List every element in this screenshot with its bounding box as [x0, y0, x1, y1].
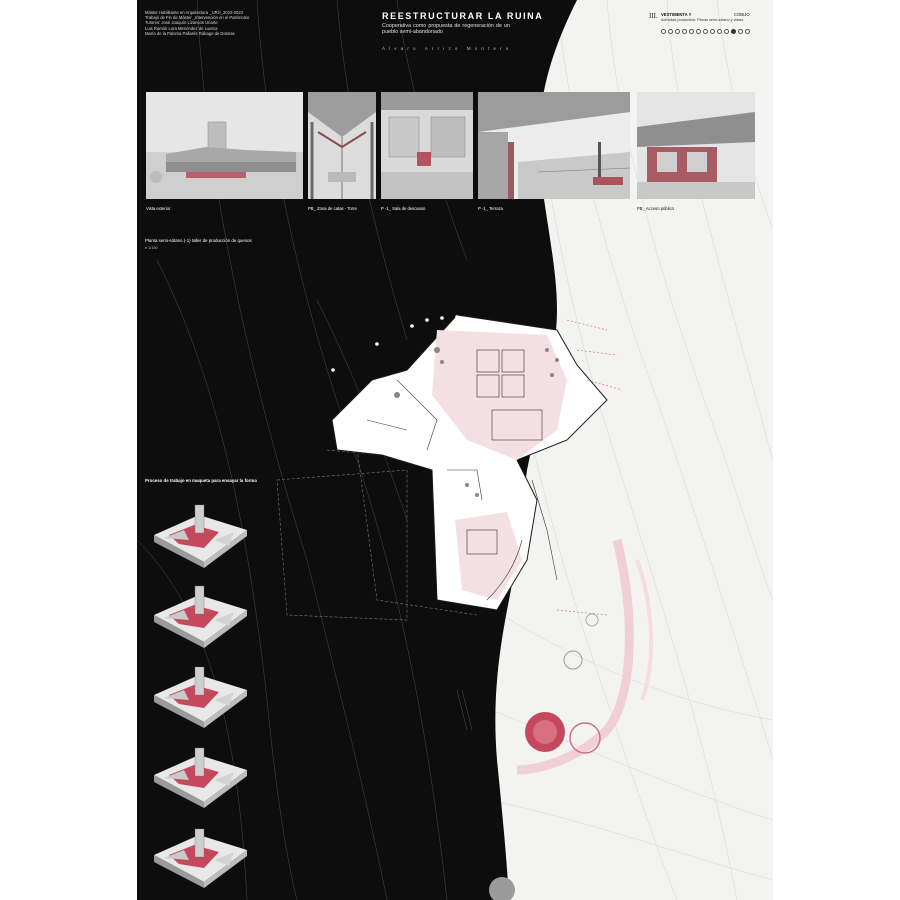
- page-dot: [689, 29, 694, 34]
- page-dot: [696, 29, 701, 34]
- page-dot: [668, 29, 673, 34]
- photo-caption: Vista exterior: [146, 206, 171, 211]
- page-dot: [661, 29, 666, 34]
- model-photo: [149, 740, 249, 810]
- tree-icon: [489, 613, 601, 900]
- model-photo: [149, 820, 249, 890]
- page-dot: [717, 29, 722, 34]
- page-dot: [682, 29, 687, 34]
- render-exterior-view: [146, 92, 303, 199]
- model-photo: [149, 660, 249, 730]
- board-drawing: [137, 0, 773, 900]
- section-title-tail: COBIJO: [734, 12, 750, 17]
- info-line: Luis Ramón Lora Menéndez de Luarca: [145, 25, 218, 31]
- plan-title: Planta semi-sótano (-1) taller de produc…: [145, 238, 252, 243]
- photo-caption: P -1_ Sala de descanso: [381, 206, 426, 211]
- render-rest-room: [381, 92, 473, 199]
- info-line: Máster Habilitante en Arquitectura _URH_…: [145, 10, 243, 15]
- page-dot: [738, 29, 743, 34]
- project-info: Máster Habilitante en Arquitectura _URH_…: [145, 10, 255, 36]
- render-terrace: [478, 92, 630, 199]
- photo-caption: P -1_ Terraza: [478, 206, 503, 211]
- floor-plan: [331, 314, 623, 616]
- render-public-access: [637, 92, 755, 199]
- page-dot: [675, 29, 680, 34]
- render-tower-tasting: [308, 92, 376, 199]
- architecture-board: Máster Habilitante en Arquitectura _URH_…: [137, 0, 773, 900]
- page-dot: [731, 29, 736, 34]
- project-title: REESTRUCTURAR LA RUINA: [382, 11, 544, 21]
- section-title: VESTIMENTA Y: [661, 12, 692, 17]
- section-subtitle: Actividad productiva. Planta semi-sótano…: [661, 18, 744, 22]
- page-dot: [745, 29, 750, 34]
- model-photo: [149, 500, 249, 570]
- project-author: Álvaro Arrizo Montero: [382, 46, 513, 51]
- model-photo: [149, 580, 249, 650]
- pagination-dots: [661, 29, 750, 34]
- models-title: Proceso de trabajo en maqueta para ensay…: [145, 478, 257, 483]
- info-line: María de la Paloma Pallarés Rábago de Do…: [145, 30, 235, 36]
- section-number: III.: [649, 12, 658, 20]
- page-dot: [724, 29, 729, 34]
- project-subtitle: Cooperativa como propuesta de regeneraci…: [382, 23, 510, 36]
- page-dot: [710, 29, 715, 34]
- plan-scale: e 1/150: [145, 246, 158, 250]
- page-dot: [703, 29, 708, 34]
- info-line: Tutores: José Joaquín Lizancos Uriarte: [145, 20, 218, 26]
- photo-caption: PB_ Zona de catas - Torre: [308, 206, 357, 211]
- photo-caption: PB_ Acceso público: [637, 206, 675, 211]
- info-line: Trabajo de Fin de Máster _Intervención e…: [145, 15, 250, 21]
